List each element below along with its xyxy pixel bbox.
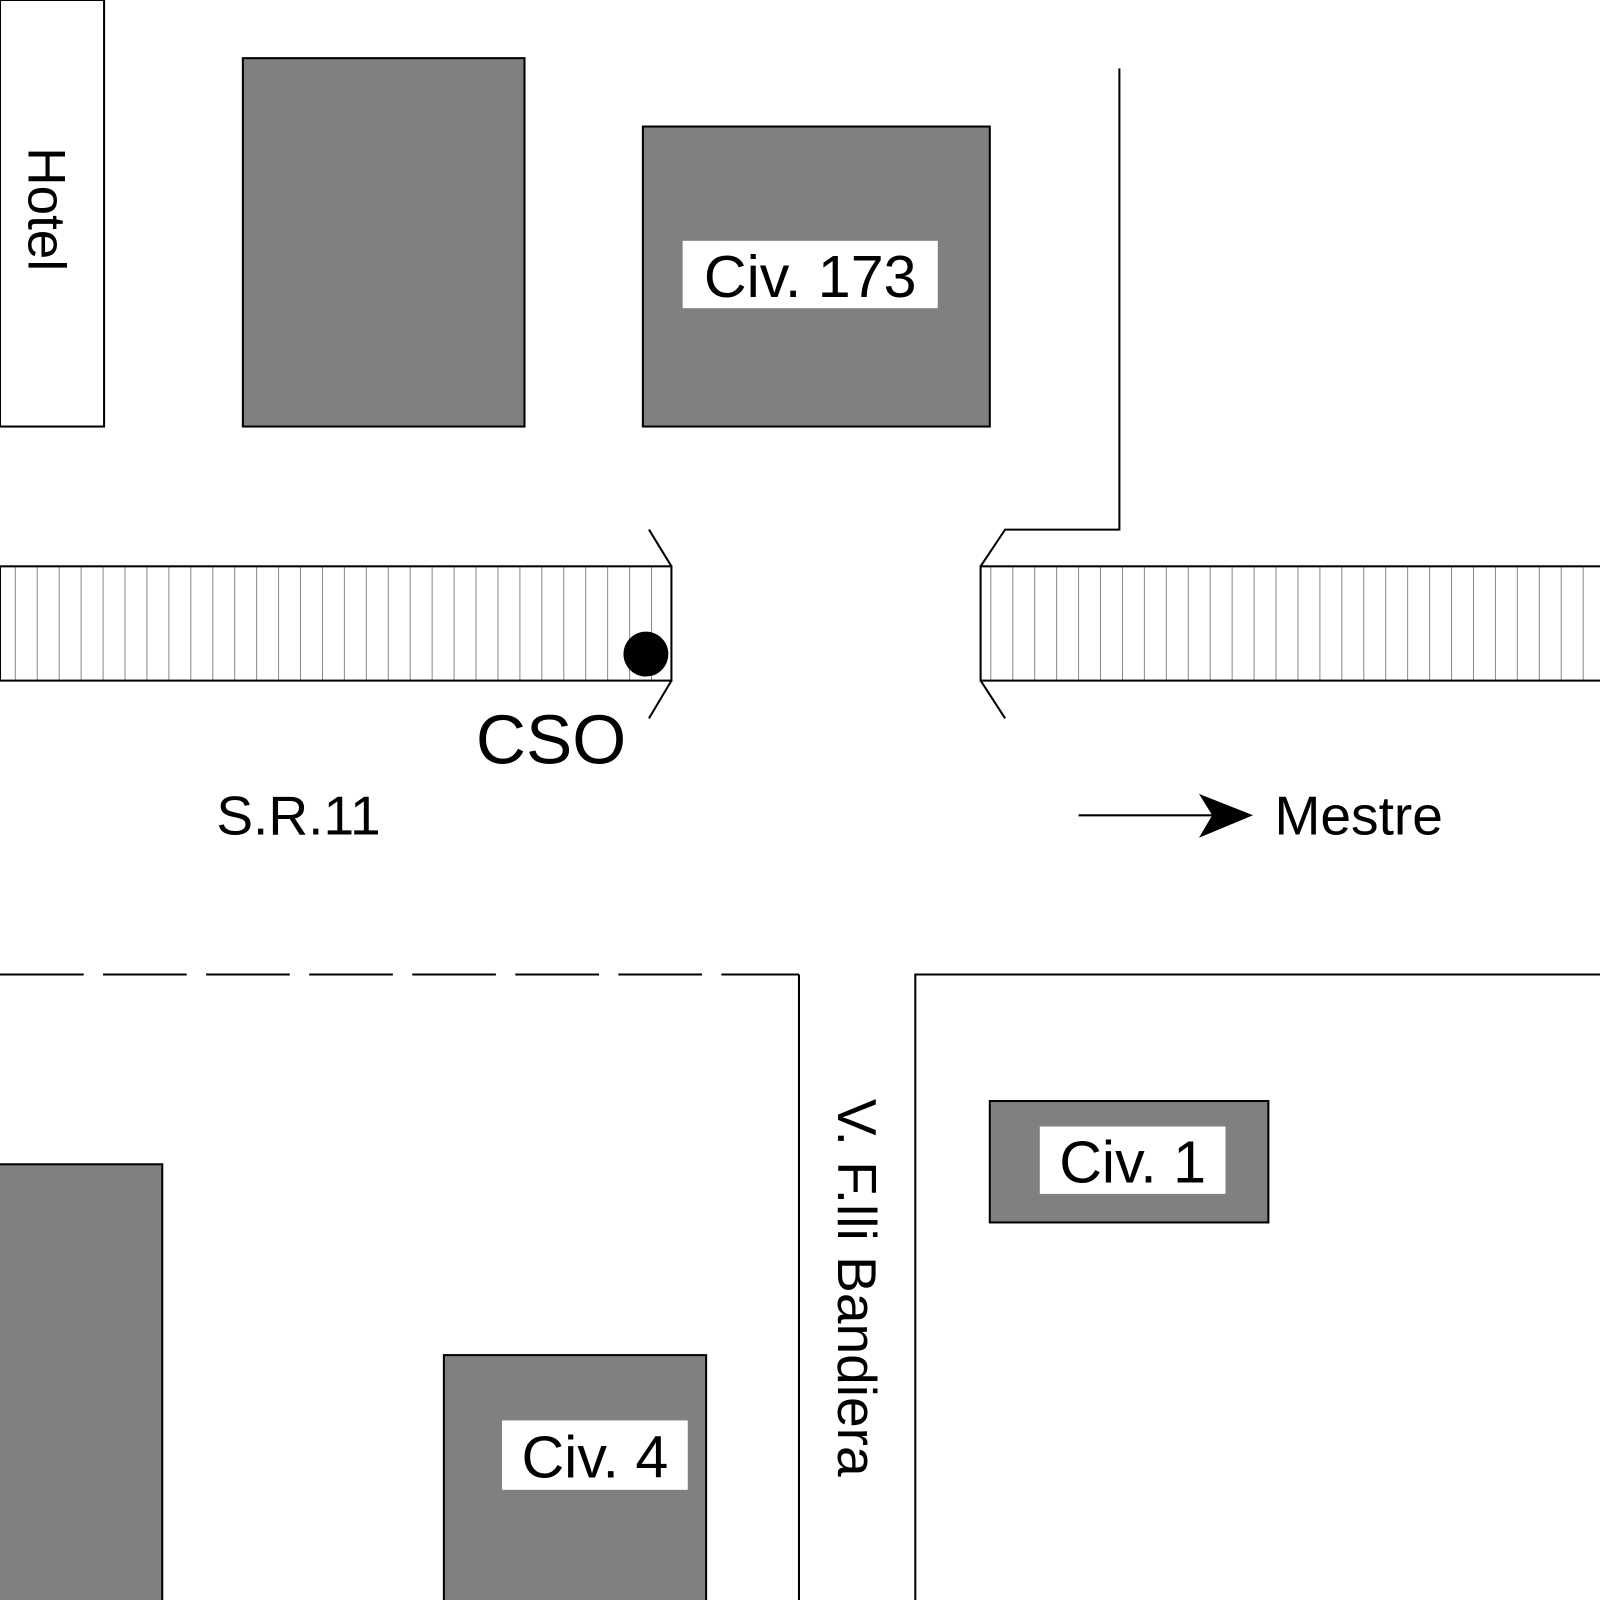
building-top-left: [241, 57, 526, 428]
civ-173-label: Civ. 173: [704, 243, 917, 310]
curb-corner: [648, 680, 673, 719]
curb-upper-right: [979, 68, 1121, 567]
civ-4-label: Civ. 4: [521, 1424, 668, 1491]
cso-marker-icon: [623, 631, 669, 677]
hotel-label: Hotel: [17, 147, 76, 271]
street-vertical-label: V. F.lli Bandiera: [826, 1099, 888, 1477]
cso-label: CSO: [476, 700, 626, 778]
sidewalk-left: [14, 566, 653, 681]
curb-corner: [648, 529, 673, 567]
curb-lower-right: [914, 973, 1600, 1600]
arrowhead-icon: [1198, 793, 1254, 838]
sidewalk-right: [990, 566, 1584, 681]
civ-173-label-box: [682, 240, 938, 309]
direction-label: Mestre: [1274, 785, 1442, 847]
civ-4-label-box: [502, 1420, 688, 1490]
sidewalk-left-outline: [0, 565, 673, 682]
road-sr11-label: S.R.11: [216, 785, 380, 847]
building-lower-left: [0, 1163, 164, 1600]
sidewalk-right-outline: [979, 565, 1600, 682]
hotel-building: [0, 0, 106, 428]
curb-corner: [979, 680, 1006, 719]
civ-1-label: Civ. 1: [1059, 1129, 1206, 1196]
civ-1-label-box: [1039, 1126, 1226, 1194]
